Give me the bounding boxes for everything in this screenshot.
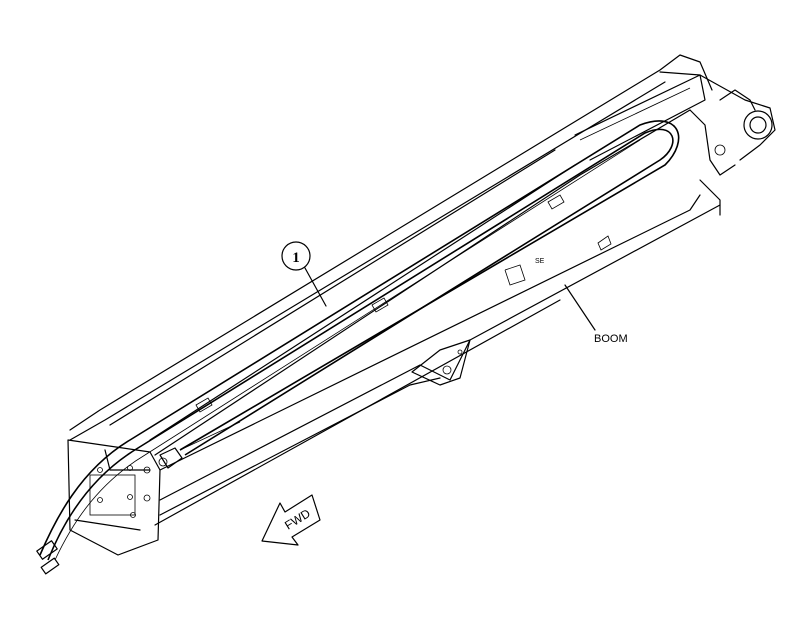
boom-leader [564,284,596,331]
fwd-text: FWD [282,506,313,533]
hose-assembly [36,120,680,575]
callout-1: 1 [281,241,327,307]
arrow-icon [261,494,321,546]
callout-circle [281,241,311,271]
boom-label-group: BOOM [564,284,628,345]
boom-structure: SE [67,54,776,556]
boom-label: BOOM [594,333,628,345]
fwd-arrow: FWD [261,494,321,546]
callout-number: 1 [292,250,300,266]
callout-leader [304,267,327,307]
svg-text:SE: SE [535,258,545,265]
